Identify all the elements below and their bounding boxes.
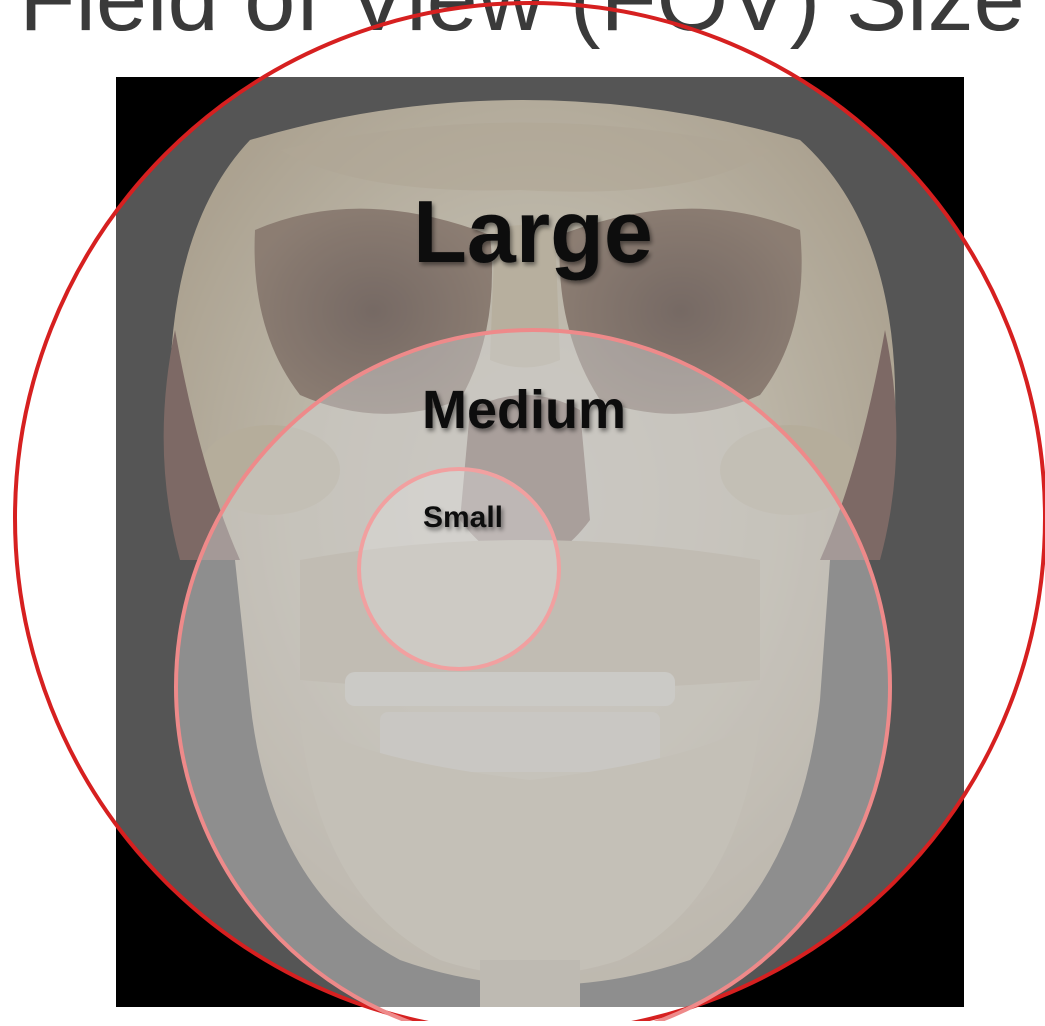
slide-title: Field of View (FOV) Size — [19, 0, 1025, 50]
fov-medium-label: Medium — [422, 380, 626, 440]
fov-small-label: Small — [423, 501, 503, 534]
fov-large-label: Large — [413, 182, 653, 281]
